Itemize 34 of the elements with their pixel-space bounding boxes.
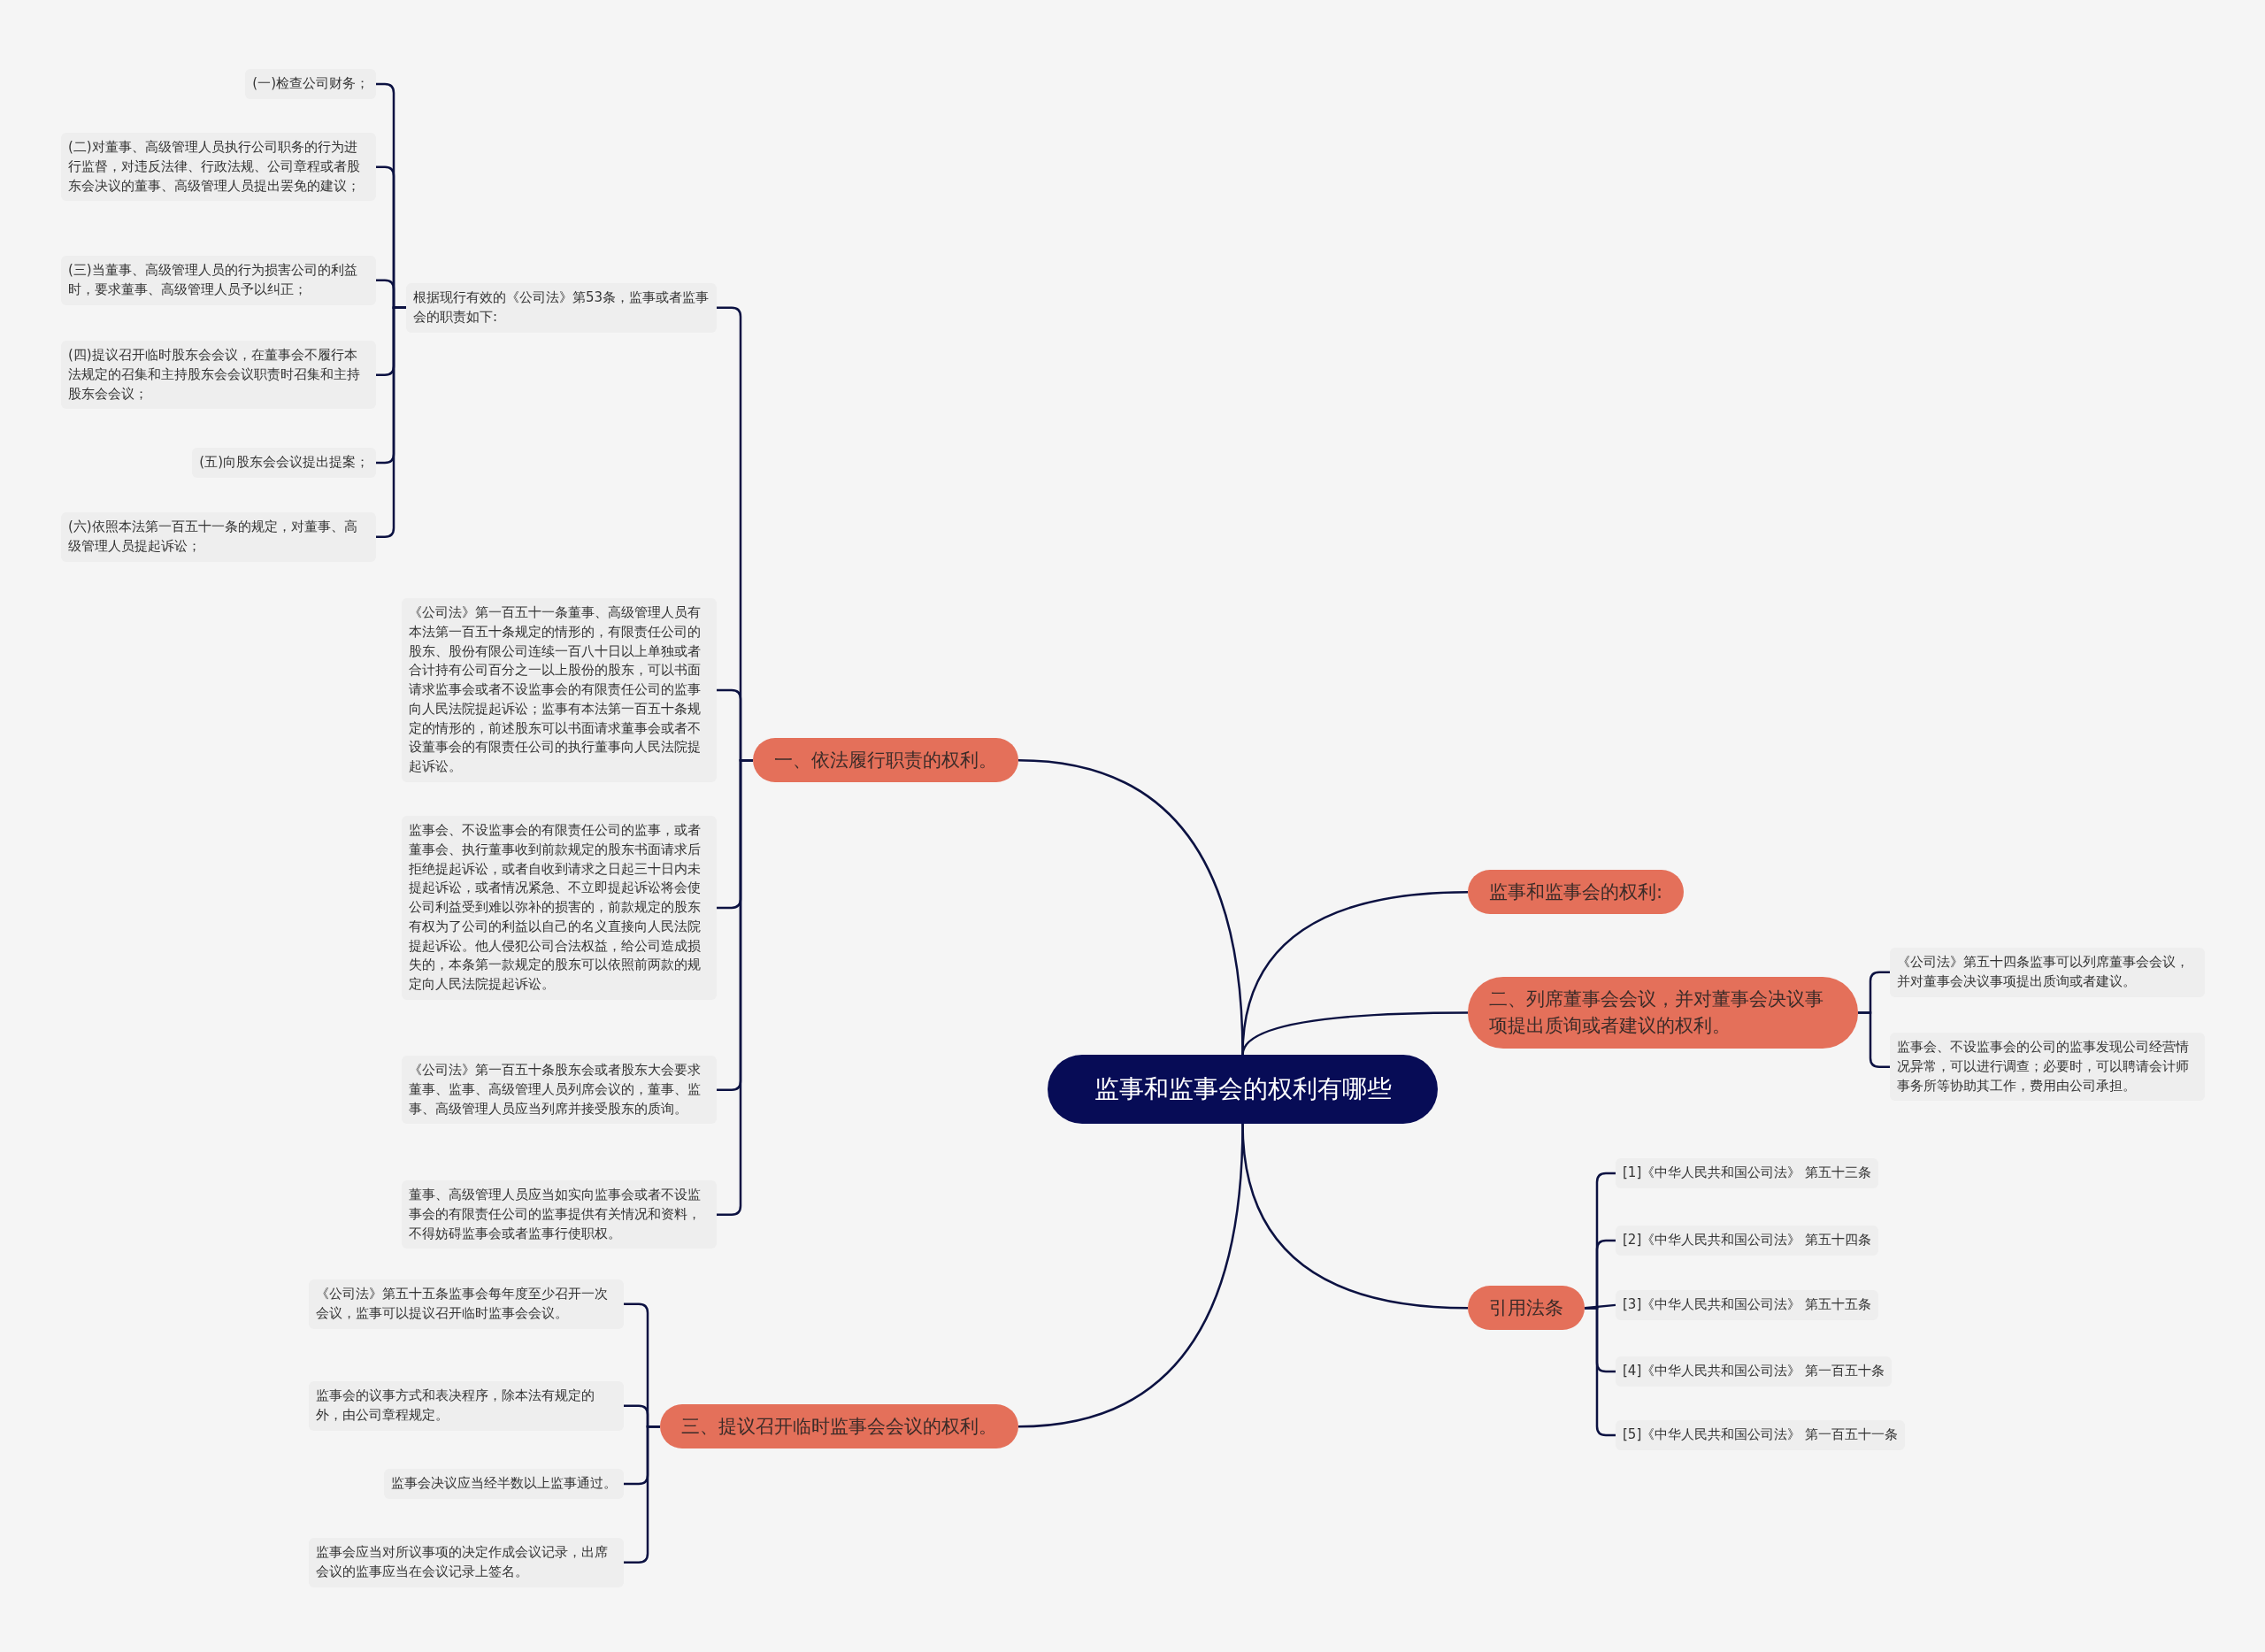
text-note: 《公司法》第五十四条监事可以列席董事会会议，并对董事会决议事项提出质询或者建议。 [1890, 948, 2205, 997]
text-note: (三)当董事、高级管理人员的行为损害公司的利益时，要求董事、高级管理人员予以纠正； [61, 256, 376, 305]
connector-line [376, 306, 406, 538]
topic-pill: 二、列席董事会会议，并对董事会决议事项提出质询或者建议的权利。 [1468, 977, 1858, 1049]
text-note: (二)对董事、高级管理人员执行公司职务的行为进行监督，对违反法律、行政法规、公司章程或者股东会决议的董事、高级管理人员提出罢免的建议； [61, 133, 376, 202]
text-note: 监事会的议事方式和表决程序，除本法有规定的外，由公司章程规定。 [309, 1381, 624, 1431]
topic-pill: 引用法条 [1468, 1286, 1585, 1331]
topic-pill: 监事和监事会的权利: [1468, 870, 1685, 915]
text-note: [4]《中华人民共和国公司法》 第一百五十条 [1616, 1356, 1892, 1387]
text-note: (一)检查公司财务； [245, 69, 376, 99]
text-note: 《公司法》第一百五十一条董事、高级管理人员有本法第一百五十条规定的情形的，有限责任公司的股东、股份有限公司连续一百八十日以上单独或者合计持有公司百分之一以上股份的股东，可以书面请求监事会或者不设监事会的有限责任公司的监事向人民法院提起诉讼；监事有本法第一百五十条规定的情形的，前述股东可以书面请求董事会或者不设董事会的有限责任公司的执行董事向人民法院提起诉讼。 [402, 598, 717, 782]
text-note: 监事会、不设监事会的有限责任公司的监事，或者董事会、执行董事收到前款规定的股东书面请求后拒绝提起诉讼，或者自收到请求之日起三十日内未提起诉讼，或者情况紧急、不立即提起诉讼将会使公司利益受到难以弥补的损害的，前款规定的股东有权为了公司的利益以自己的名义直接向人民法院提起诉讼。他人侵犯公司合法权益，给公司造成损失的，本条第一款规定的股东可以依照前两款的规定向人民法院提起诉讼。 [402, 816, 717, 1000]
text-note: 董事、高级管理人员应当如实向监事会或者不设监事会的有限责任公司的监事提供有关情况和资料，不得妨碍监事会或者监事行使职权。 [402, 1180, 717, 1249]
topic-pill: 三、提议召开临时监事会会议的权利。 [660, 1404, 1018, 1449]
text-note: 监事会、不设监事会的公司的监事发现公司经营情况异常，可以进行调查；必要时，可以聘请会计师事务所等协助其工作，费用由公司承担。 [1890, 1033, 2205, 1102]
text-note: 监事会决议应当经半数以上监事通过。 [384, 1469, 624, 1499]
topic-pill: 一、依法履行职责的权利。 [753, 738, 1018, 783]
text-note: 《公司法》第一百五十条股东会或者股东大会要求董事、监事、高级管理人员列席会议的，董事、监事、高级管理人员应当列席并接受股东的质询。 [402, 1056, 717, 1125]
central-topic: 监事和监事会的权利有哪些 [1048, 1055, 1438, 1124]
connector-line [1241, 1011, 1468, 1056]
text-note: 《公司法》第五十五条监事会每年度至少召开一次会议，监事可以提议召开临时监事会会议。 [309, 1279, 624, 1329]
text-note: [2]《中华人民共和国公司法》 第五十四条 [1616, 1226, 1878, 1256]
text-note: (四)提议召开临时股东会会议，在董事会不履行本法规定的召集和主持股东会会议职责时召集和主持股东会会议； [61, 341, 376, 410]
text-note: (五)向股东会会议提出提案； [192, 448, 376, 478]
text-note: (六)依照本法第一百五十一条的规定，对董事、高级管理人员提起诉讼； [61, 512, 376, 562]
connector-line [1858, 1011, 1890, 1068]
text-note: [1]《中华人民共和国公司法》 第五十三条 [1616, 1158, 1878, 1188]
text-note: [5]《中华人民共和国公司法》 第一百五十一条 [1616, 1420, 1905, 1450]
connector-line [1241, 890, 1469, 1056]
connector-line [1585, 1306, 1616, 1437]
text-note: 监事会应当对所议事项的决定作成会议记录，出席会议的监事应当在会议记录上签名。 [309, 1538, 624, 1587]
text-note: [3]《中华人民共和国公司法》 第五十五条 [1616, 1290, 1878, 1320]
connector-line [1017, 1123, 1244, 1428]
text-note: 根据现行有效的《公司法》第53条，监事或者监事会的职责如下: [406, 283, 717, 333]
